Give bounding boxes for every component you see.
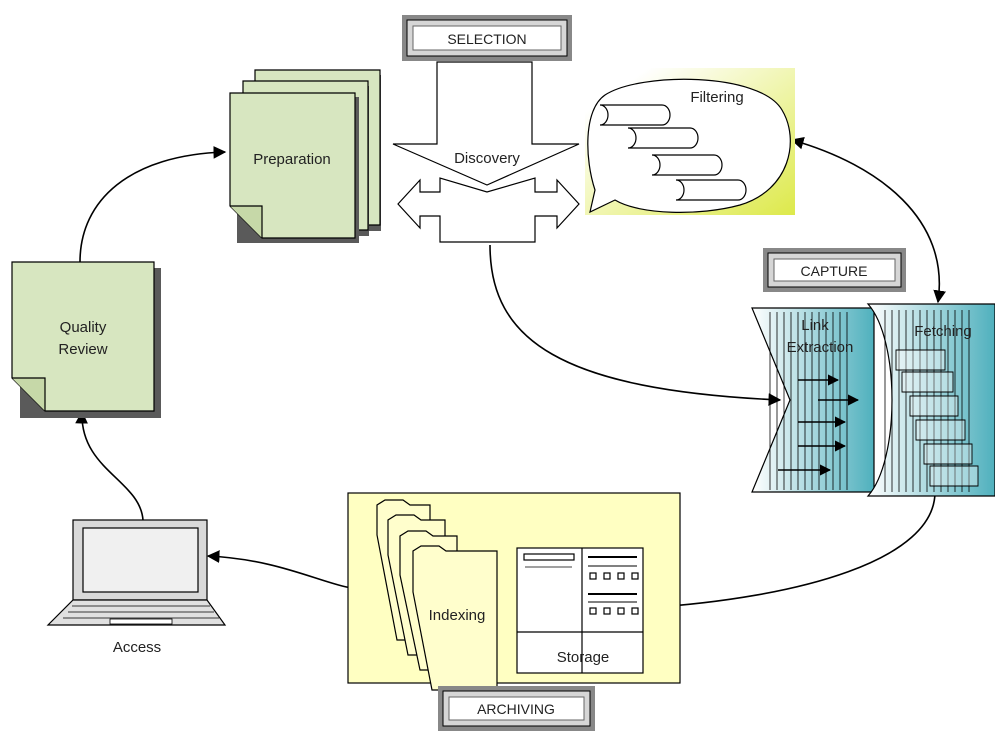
selection-box: SELECTION bbox=[402, 15, 572, 61]
quality-label-line2: Review bbox=[58, 341, 107, 358]
quality-review-doc: Quality Review bbox=[11, 261, 161, 418]
server-cabinet-icon bbox=[516, 547, 644, 674]
scroll-bubble-icon bbox=[599, 104, 747, 201]
archiving-panel: Indexing Storage bbox=[347, 492, 681, 691]
link-extraction-panel: Link Extraction bbox=[751, 307, 875, 493]
storage-label: Storage bbox=[557, 649, 610, 666]
arrow-discovery-to-link-extraction bbox=[489, 244, 782, 406]
filtering-panel: Filtering bbox=[585, 68, 795, 215]
arrow-indexing-to-access bbox=[206, 550, 371, 591]
link-label-line1: Link bbox=[801, 317, 829, 334]
fetching-label: Fetching bbox=[914, 323, 972, 340]
fetching-panel: Fetching bbox=[866, 303, 995, 497]
indexing-label: Indexing bbox=[429, 607, 486, 624]
capture-box: CAPTURE bbox=[763, 248, 906, 292]
discovery-shape: Discovery bbox=[392, 61, 580, 243]
quality-label-line1: Quality bbox=[60, 319, 107, 336]
filtering-label: Filtering bbox=[690, 89, 743, 106]
selection-label: SELECTION bbox=[447, 31, 526, 47]
capture-label: CAPTURE bbox=[801, 263, 868, 279]
arrow-quality-to-preparation bbox=[79, 145, 227, 263]
folder-stack-icon bbox=[376, 499, 498, 691]
access-label: Access bbox=[113, 639, 161, 656]
arrow-filtering-to-fetching bbox=[790, 136, 946, 304]
laptop-icon bbox=[46, 519, 227, 626]
link-label-line2: Extraction bbox=[787, 339, 854, 356]
archiving-label: ARCHIVING bbox=[477, 701, 555, 717]
arrow-access-to-quality bbox=[75, 410, 144, 521]
arrow-fetching-to-storage bbox=[643, 491, 936, 614]
discovery-label: Discovery bbox=[454, 150, 520, 167]
preparation-doc-stack: Preparation bbox=[229, 69, 381, 243]
preparation-label: Preparation bbox=[253, 151, 331, 168]
archiving-box: ARCHIVING bbox=[438, 686, 595, 731]
